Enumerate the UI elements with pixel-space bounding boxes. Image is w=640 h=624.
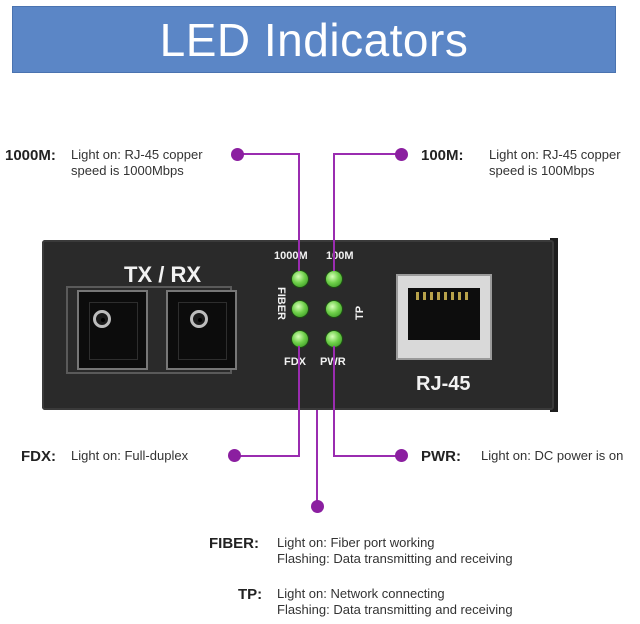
led-100m	[325, 270, 343, 288]
led-label-1000m: 1000M	[274, 250, 308, 262]
connector-1000m-h	[237, 153, 300, 155]
sc-port-rx	[166, 290, 237, 370]
connector-fiber-tp-v	[316, 410, 318, 506]
indicator-name-fdx: FDX:	[21, 448, 56, 465]
led-label-100m: 100M	[326, 250, 354, 262]
sc-port-tx	[77, 290, 148, 370]
led-label-pwr: PWR	[320, 356, 346, 368]
connector-fdx-v	[298, 346, 300, 456]
indicator-name-1000m: 1000M:	[5, 147, 56, 164]
led-label-fiber: FIBER	[275, 287, 287, 320]
rj45-label: RJ-45	[416, 373, 471, 395]
led-tp	[325, 300, 343, 318]
tx-rx-label: TX / RX	[124, 262, 202, 287]
indicator-name-tp: TP:	[238, 586, 263, 603]
rj45-port	[396, 274, 492, 360]
title-banner: LED Indicators	[12, 6, 616, 73]
indicator-desc-fdx: Light on: Full-duplex	[71, 448, 189, 463]
pointer-dot-1000m	[231, 148, 244, 161]
indicator-desc-100m-line2: speed is 100Mbps	[489, 163, 595, 178]
connector-pwr-h	[333, 455, 401, 457]
indicator-desc-tp-line2: Flashing: Data transmitting and receivin…	[277, 602, 513, 617]
indicator-name-100m: 100M:	[421, 147, 464, 164]
indicator-desc-1000m-line2: speed is 1000Mbps	[71, 163, 184, 178]
indicator-desc-100m-line1: Light on: RJ-45 copper	[489, 147, 621, 162]
connector-100m-h	[333, 153, 401, 155]
led-label-fdx: FDX	[284, 356, 306, 368]
connector-fdx-h	[234, 455, 300, 457]
connector-pwr-v	[333, 346, 335, 456]
indicator-desc-fiber-line1: Light on: Fiber port working	[277, 535, 435, 550]
indicator-desc-fiber-line2: Flashing: Data transmitting and receivin…	[277, 551, 513, 566]
indicator-name-pwr: PWR:	[421, 448, 461, 465]
pointer-dot-pwr	[395, 449, 408, 462]
device-side-rim	[550, 238, 558, 412]
led-fiber	[291, 300, 309, 318]
fiber-ferrule-icon	[93, 310, 111, 328]
pointer-dot-fiber-tp	[311, 500, 324, 513]
led-label-tp: TP	[354, 305, 366, 320]
pointer-dot-fdx	[228, 449, 241, 462]
pointer-dot-100m	[395, 148, 408, 161]
indicator-desc-1000m-line1: Light on: RJ-45 copper	[71, 147, 203, 162]
led-1000m	[291, 270, 309, 288]
connector-1000m-v	[298, 153, 300, 271]
indicator-desc-tp-line1: Light on: Network connecting	[277, 586, 445, 601]
led-fdx	[291, 330, 309, 348]
indicator-name-fiber: FIBER:	[209, 535, 259, 552]
connector-100m-v	[333, 153, 335, 271]
page-title: LED Indicators	[159, 13, 469, 66]
indicator-desc-pwr: Light on: DC power is on	[481, 448, 624, 463]
fiber-ferrule-icon	[190, 310, 208, 328]
